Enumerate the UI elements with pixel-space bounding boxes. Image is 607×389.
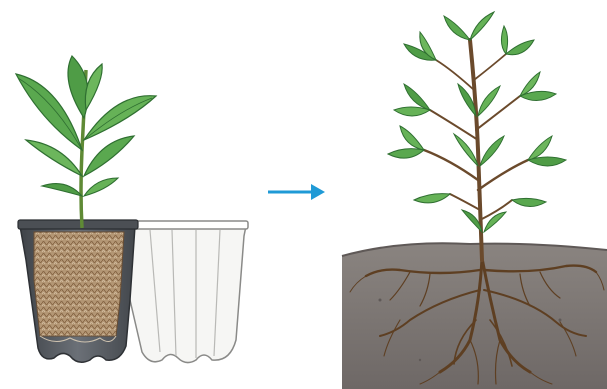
right-arrow-icon — [268, 184, 325, 200]
seedling-in-tray — [16, 56, 248, 363]
tree-trunk — [424, 40, 528, 260]
transplanted-tree-in-soil — [342, 12, 607, 389]
empty-tray-cells — [120, 221, 248, 363]
root-plug-cell — [18, 220, 138, 362]
